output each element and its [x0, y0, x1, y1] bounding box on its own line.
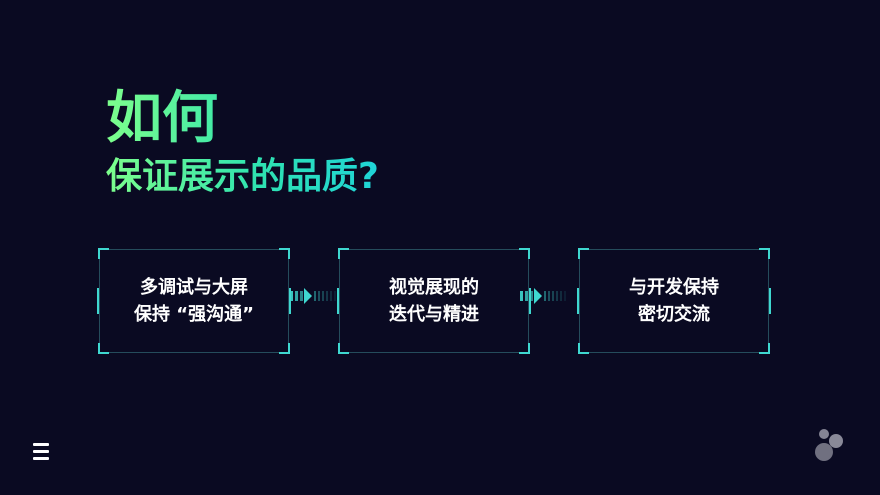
arrow-right-icon [290, 288, 336, 304]
page-subtitle: 保证展示的品质? [106, 156, 379, 197]
step-2-line-1: 视觉展现的 [389, 277, 479, 298]
step-1-line-2: 保持 “强沟通” [134, 304, 254, 325]
step-2-line-2: 迭代与精进 [389, 304, 479, 325]
step-1-line-1: 多调试与大屏 [140, 277, 248, 298]
page-title: 如何 [106, 86, 379, 152]
logo-icon [815, 429, 843, 461]
step-card-2: 视觉展现的 迭代与精进 [337, 248, 531, 354]
step-3-line-2: 密切交流 [638, 304, 710, 325]
title-block: 如何 保证展示的品质? [106, 86, 379, 198]
arrow-right-icon [520, 288, 566, 304]
step-3-line-1: 与开发保持 [629, 277, 719, 298]
menu-icon[interactable] [33, 443, 49, 461]
step-card-3: 与开发保持 密切交流 [577, 248, 771, 354]
step-card-1: 多调试与大屏 保持 “强沟通” [97, 248, 291, 354]
